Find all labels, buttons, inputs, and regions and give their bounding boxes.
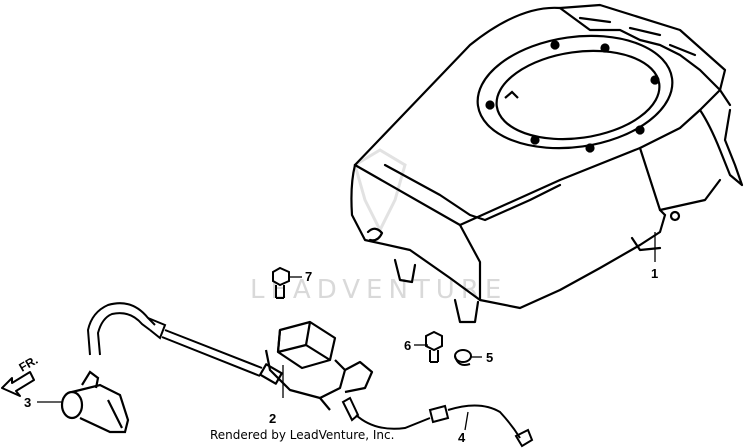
direction-label: FR.	[17, 353, 41, 375]
bolt-7[interactable]	[272, 266, 290, 299]
clip-5[interactable]	[454, 349, 472, 366]
callouts: 1 7 2 3 4 6 5	[24, 266, 658, 445]
ignition-coil[interactable]	[259, 320, 374, 411]
callout-7[interactable]: 7	[305, 269, 312, 284]
watermark-text: LEADVENTURE	[250, 275, 507, 305]
fan-cover-opening	[476, 34, 674, 153]
callout-1[interactable]: 1	[651, 266, 658, 281]
footer-credit: Rendered by LeadVenture, Inc.	[210, 428, 395, 442]
watermark: LEADVENTURE	[250, 148, 507, 305]
callout-2[interactable]: 2	[269, 411, 276, 426]
stop-switch-wire[interactable]	[341, 396, 534, 448]
bolt-6[interactable]	[425, 330, 443, 363]
callout-6[interactable]: 6	[404, 338, 411, 353]
fan-cover[interactable]	[350, 3, 744, 324]
callout-leaders	[37, 232, 656, 431]
plug-cap[interactable]	[60, 370, 130, 434]
callout-3[interactable]: 3	[24, 395, 31, 410]
ignition-lead	[86, 302, 263, 377]
callout-5[interactable]: 5	[486, 350, 493, 365]
front-direction-arrow: FR.	[1, 353, 41, 397]
callout-4[interactable]: 4	[458, 430, 466, 445]
